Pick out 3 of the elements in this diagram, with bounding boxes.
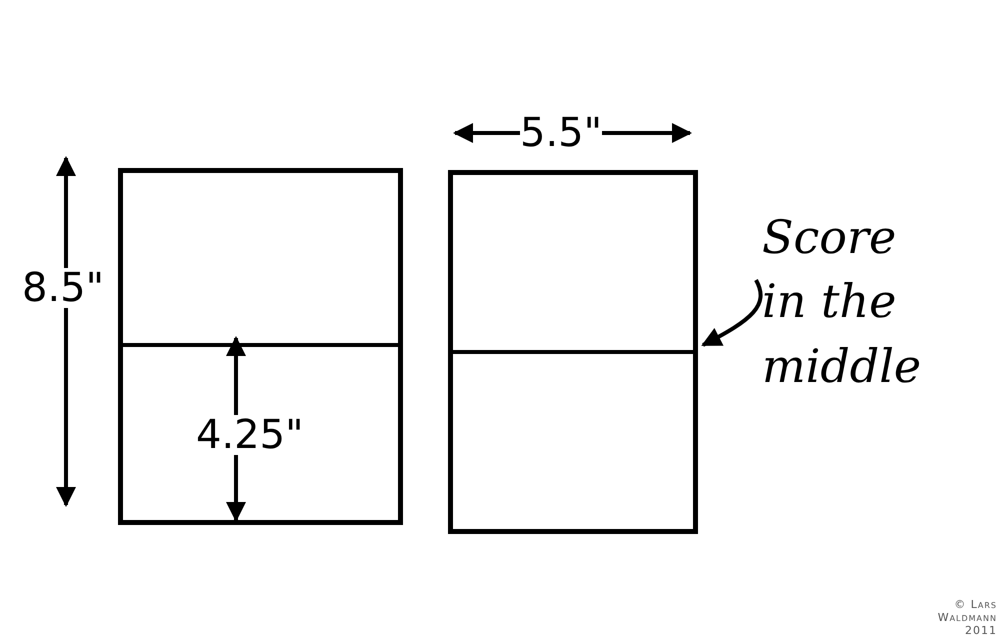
leader-arrow (701, 279, 762, 347)
card-outline (448, 170, 698, 534)
annotation-text: Score in the middle (762, 209, 922, 395)
